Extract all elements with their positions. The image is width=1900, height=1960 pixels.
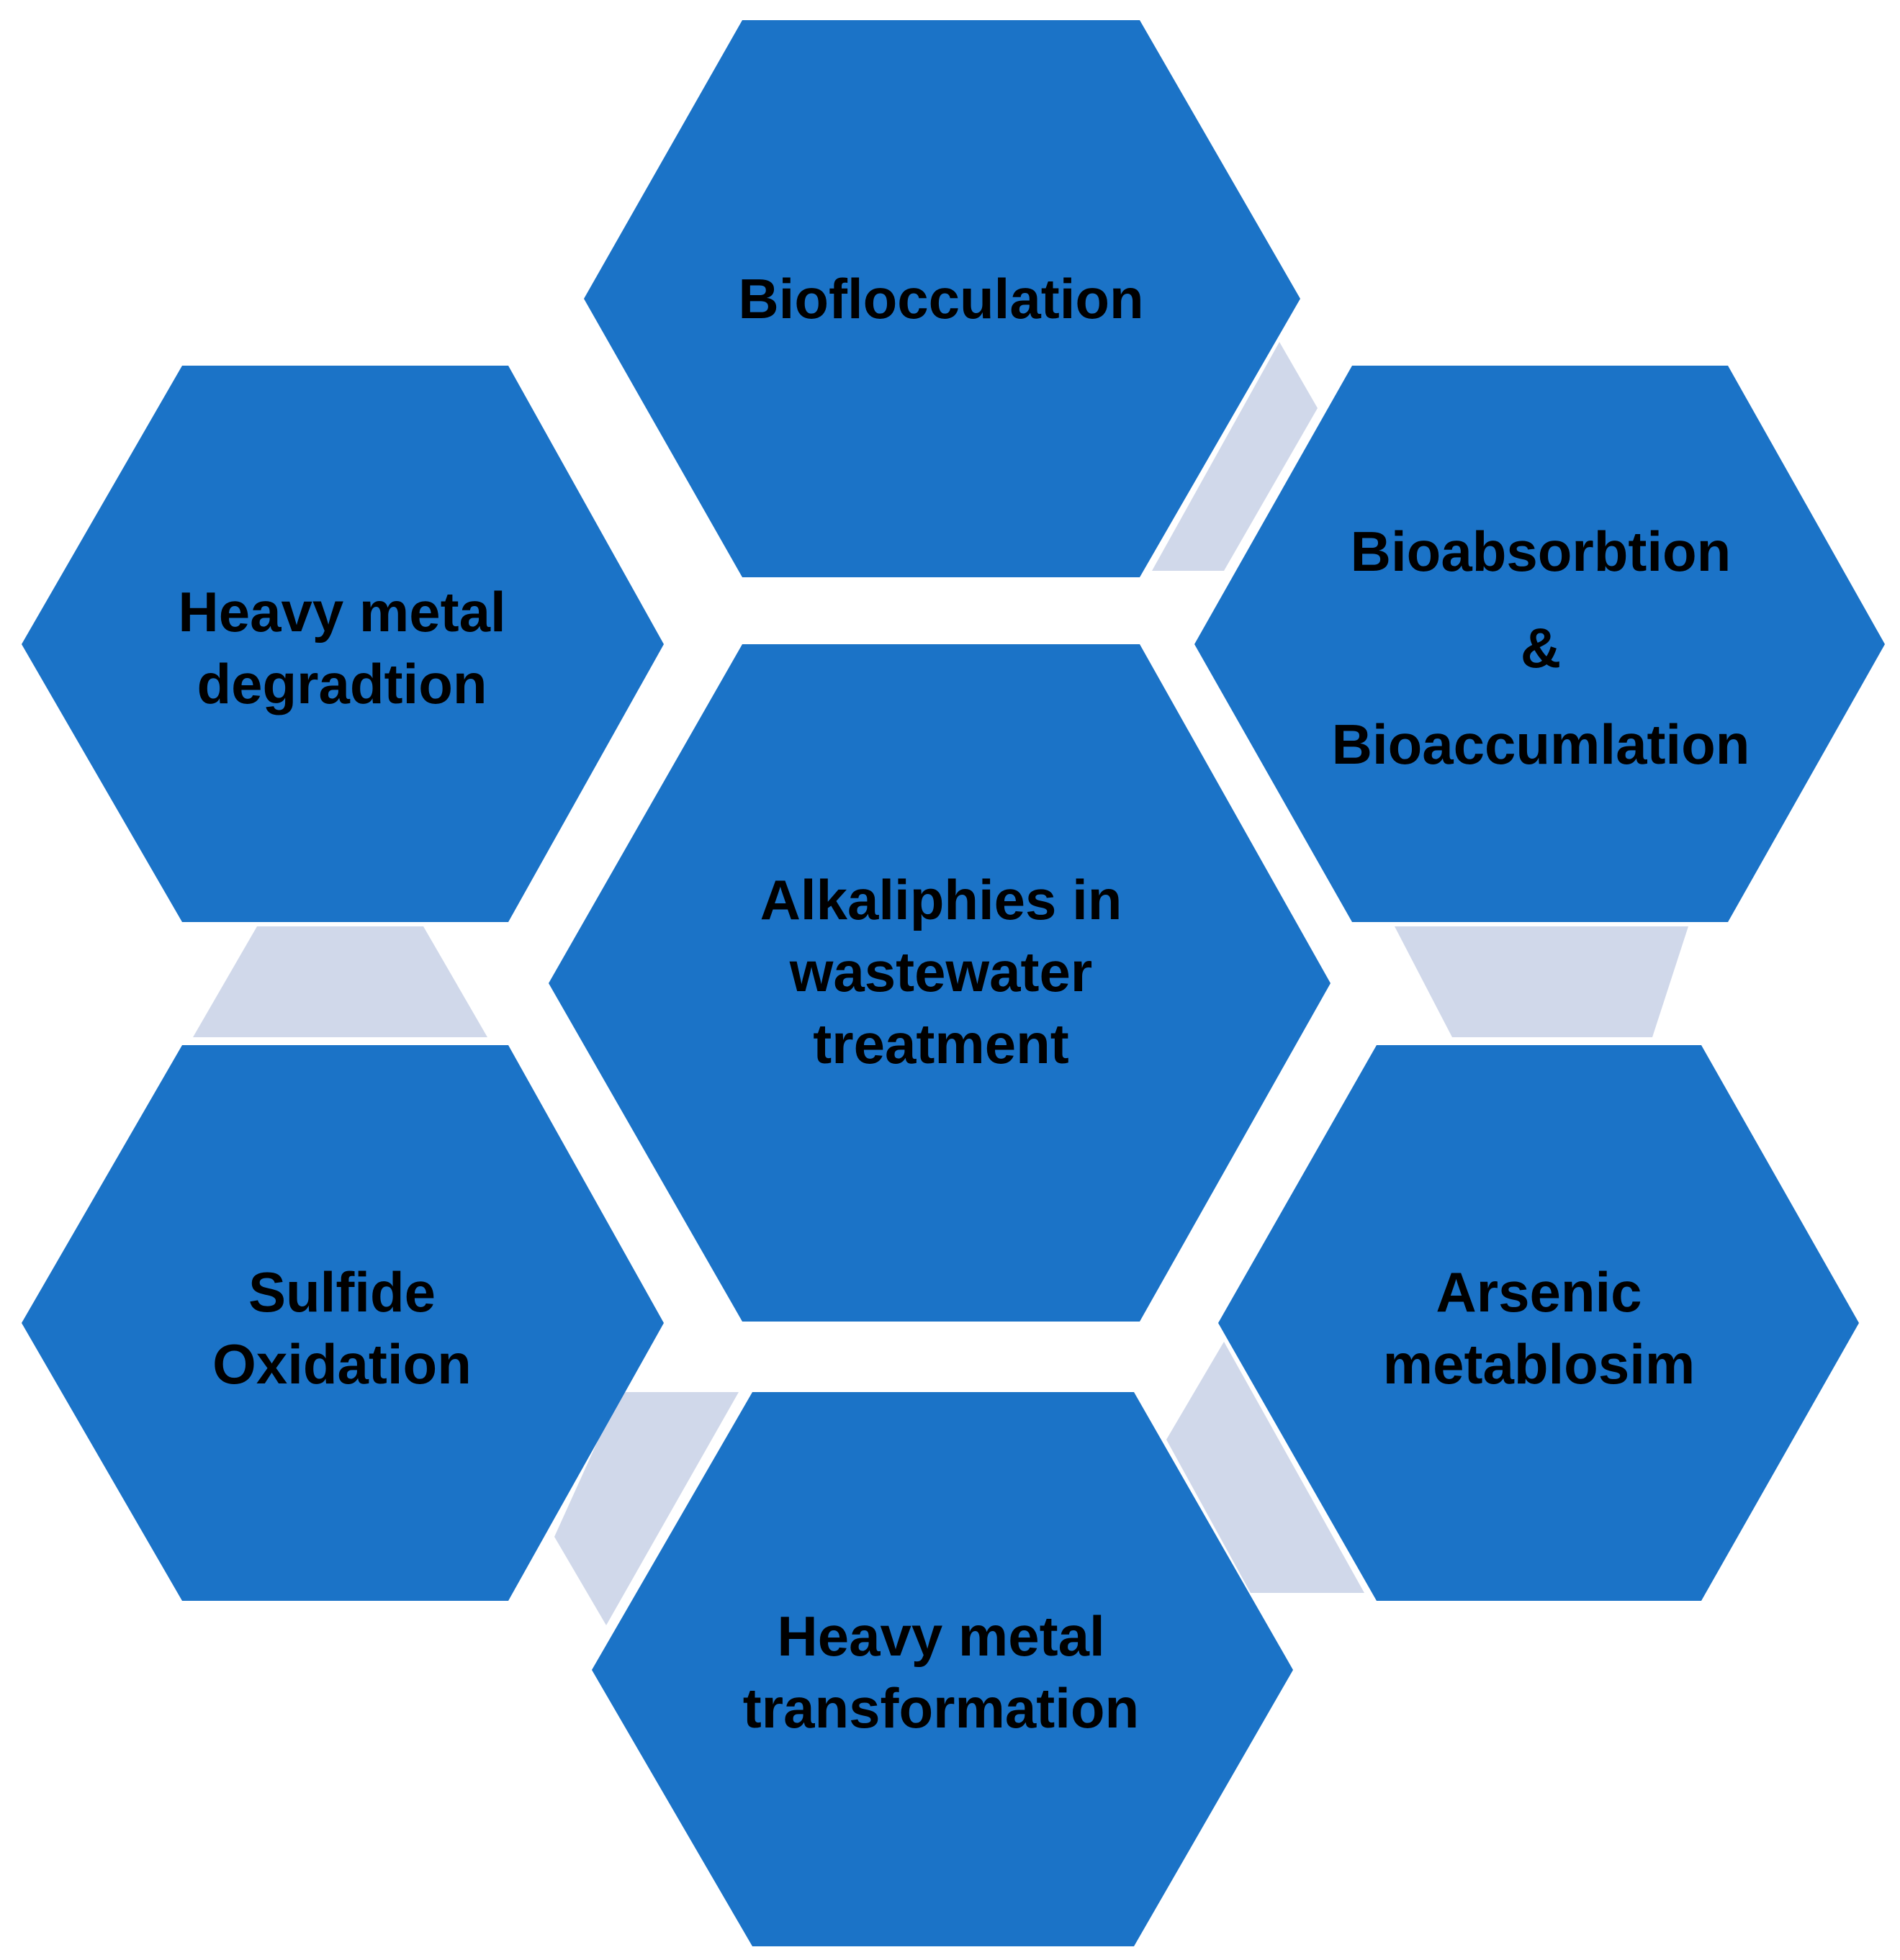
hexagon-group (22, 20, 1885, 1946)
connector-transformation-sulfide (554, 1392, 739, 1625)
connector-arsenic-transformation (1166, 1342, 1364, 1593)
hexagon-bioabsorbtion (1194, 366, 1885, 922)
hexagon-arsenic (1218, 1045, 1859, 1601)
hexagon-heavy-metal-transformation (592, 1392, 1293, 1946)
connector-bioabsorbtion-arsenic (1395, 926, 1688, 1037)
hexagon-sulfide-oxidation (22, 1045, 664, 1601)
hexagon-center (549, 644, 1331, 1322)
hexagon-bioflocculation (584, 20, 1300, 577)
connector-sulfide-degradation (193, 926, 487, 1037)
connector-bioflocculation-bioabsorbtion (1152, 342, 1318, 571)
hexagon-heavy-metal-degradation (22, 366, 664, 922)
connector-group (193, 342, 1688, 1625)
